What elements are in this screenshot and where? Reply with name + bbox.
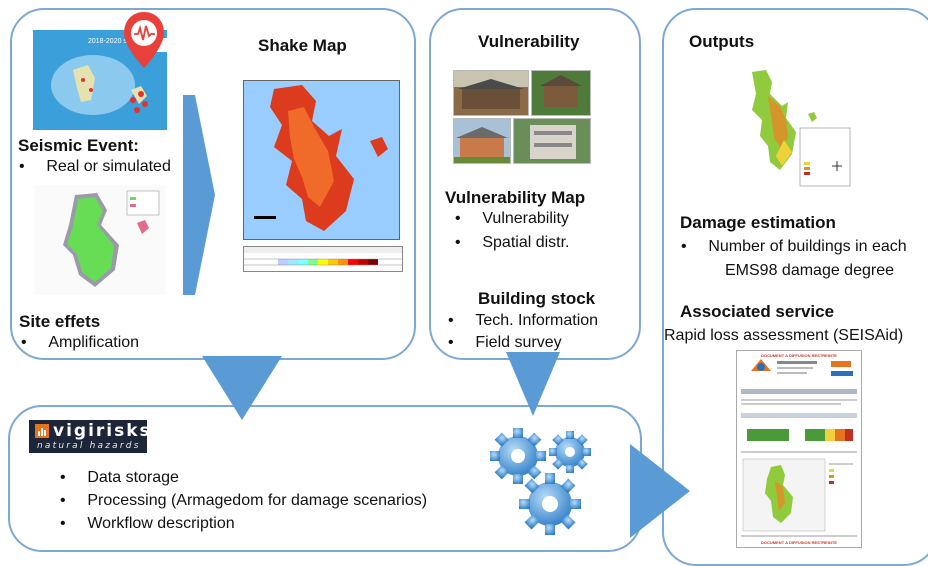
platform-item-3-text: Workflow description [87, 515, 235, 532]
building-stock-item-1: • Tech. Information [448, 312, 599, 329]
site-effects-heading: Site effets [19, 312, 101, 331]
building-photo-3 [453, 118, 511, 164]
report-banner-bottom: DOCUMENT A DIFFUSION RESTREINTE [761, 540, 837, 545]
outputs-title: Outputs [689, 32, 755, 51]
location-pin-icon [124, 12, 164, 68]
damage-map-thumbnail [742, 66, 858, 190]
building-photo-2 [531, 70, 591, 116]
seismic-map-title: 2018-2020 seism [88, 38, 142, 45]
seisaid-report-thumbnail: DOCUMENT A DIFFUSION RESTREINTE DOCUMENT… [736, 350, 862, 548]
platform-item-3: • Workflow description [60, 515, 235, 532]
associated-service-text: Rapid loss assessment (SEISAid) [664, 327, 904, 344]
vigirisks-logo-main: vigirisks [53, 421, 152, 441]
building-stock-heading: Building stock [478, 289, 596, 308]
platform-item-2-text: Processing (Armagedom for damage scenari… [87, 492, 428, 509]
vulnerability-panel [429, 8, 641, 360]
damage-estimation-line-1: Number of buildings in each [708, 238, 907, 255]
vulnerability-map-item-1-text: Vulnerability [482, 210, 569, 227]
vulnerability-map-item-1: • Vulnerability [455, 210, 569, 227]
platform-item-1-text: Data storage [87, 469, 179, 486]
vulnerability-map-heading: Vulnerability Map [445, 188, 586, 207]
building-photo-1 [453, 70, 529, 116]
damage-estimation-bullet: • Number of buildings in each [681, 238, 907, 255]
vulnerability-title: Vulnerability [478, 32, 580, 51]
arrow-down-seismic-to-platform-icon [202, 356, 282, 420]
vigirisks-logo-sub: natural hazards [37, 441, 141, 451]
vulnerability-map-item-2: • Spatial distr. [455, 234, 570, 251]
arrow-down-vulnerability-to-platform-icon [506, 352, 560, 416]
site-effects-bullet: • Amplification [21, 334, 140, 351]
building-stock-item-2-text: Field survey [475, 334, 562, 351]
building-stock-item-2: • Field survey [448, 334, 562, 351]
shake-map-legend-table [243, 246, 403, 272]
seismic-event-heading: Seismic Event: [18, 136, 139, 155]
site-effects-bullet-text: Amplification [48, 334, 140, 351]
shake-map-title: Shake Map [258, 36, 347, 55]
damage-estimation-heading: Damage estimation [680, 213, 836, 232]
seismic-event-bullet: • Real or simulated [19, 158, 171, 175]
platform-item-2: • Processing (Armagedom for damage scena… [60, 492, 428, 509]
chevron-right-arrow-icon [183, 95, 215, 295]
report-banner-top: DOCUMENT A DIFFUSION RESTREINTE [761, 353, 837, 358]
amplification-map-thumbnail [35, 185, 165, 295]
shake-map-figure [243, 80, 400, 240]
seismic-event-bullet-text: Real or simulated [46, 158, 171, 175]
associated-service-heading: Associated service [680, 302, 835, 321]
building-photo-4 [513, 118, 591, 164]
arrow-right-platform-to-outputs-icon [630, 444, 690, 538]
gears-icon [490, 428, 591, 535]
vulnerability-map-item-2-text: Spatial distr. [482, 234, 570, 251]
building-stock-item-1-text: Tech. Information [475, 312, 599, 329]
platform-item-1: • Data storage [60, 469, 179, 486]
damage-estimation-line-2: EMS98 damage degree [725, 262, 894, 279]
vigirisks-logo: vigirisks natural hazards [29, 420, 150, 453]
